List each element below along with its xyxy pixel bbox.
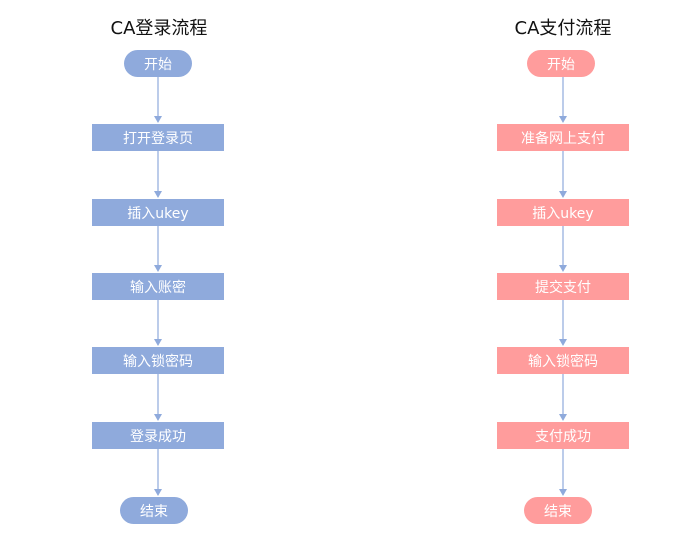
login-step-open-page: 打开登录页 — [92, 124, 224, 151]
payment-flow-title: CA支付流程 — [514, 18, 612, 39]
login-step-success: 登录成功 — [92, 422, 224, 449]
payment-step-enter-lock-password: 输入锁密码 — [497, 347, 629, 374]
login-step-insert-ukey: 插入ukey — [92, 199, 224, 226]
payment-start-node: 开始 — [527, 50, 595, 77]
login-step-enter-lock-password: 输入锁密码 — [92, 347, 224, 374]
payment-step-submit: 提交支付 — [497, 273, 629, 300]
login-start-node: 开始 — [124, 50, 192, 77]
login-end-node: 结束 — [120, 497, 188, 524]
payment-end-node: 结束 — [524, 497, 592, 524]
login-step-enter-credentials: 输入账密 — [92, 273, 224, 300]
payment-step-insert-ukey: 插入ukey — [497, 199, 629, 226]
payment-step-prepare: 准备网上支付 — [497, 124, 629, 151]
login-flow-title: CA登录流程 — [110, 18, 208, 39]
payment-step-success: 支付成功 — [497, 422, 629, 449]
